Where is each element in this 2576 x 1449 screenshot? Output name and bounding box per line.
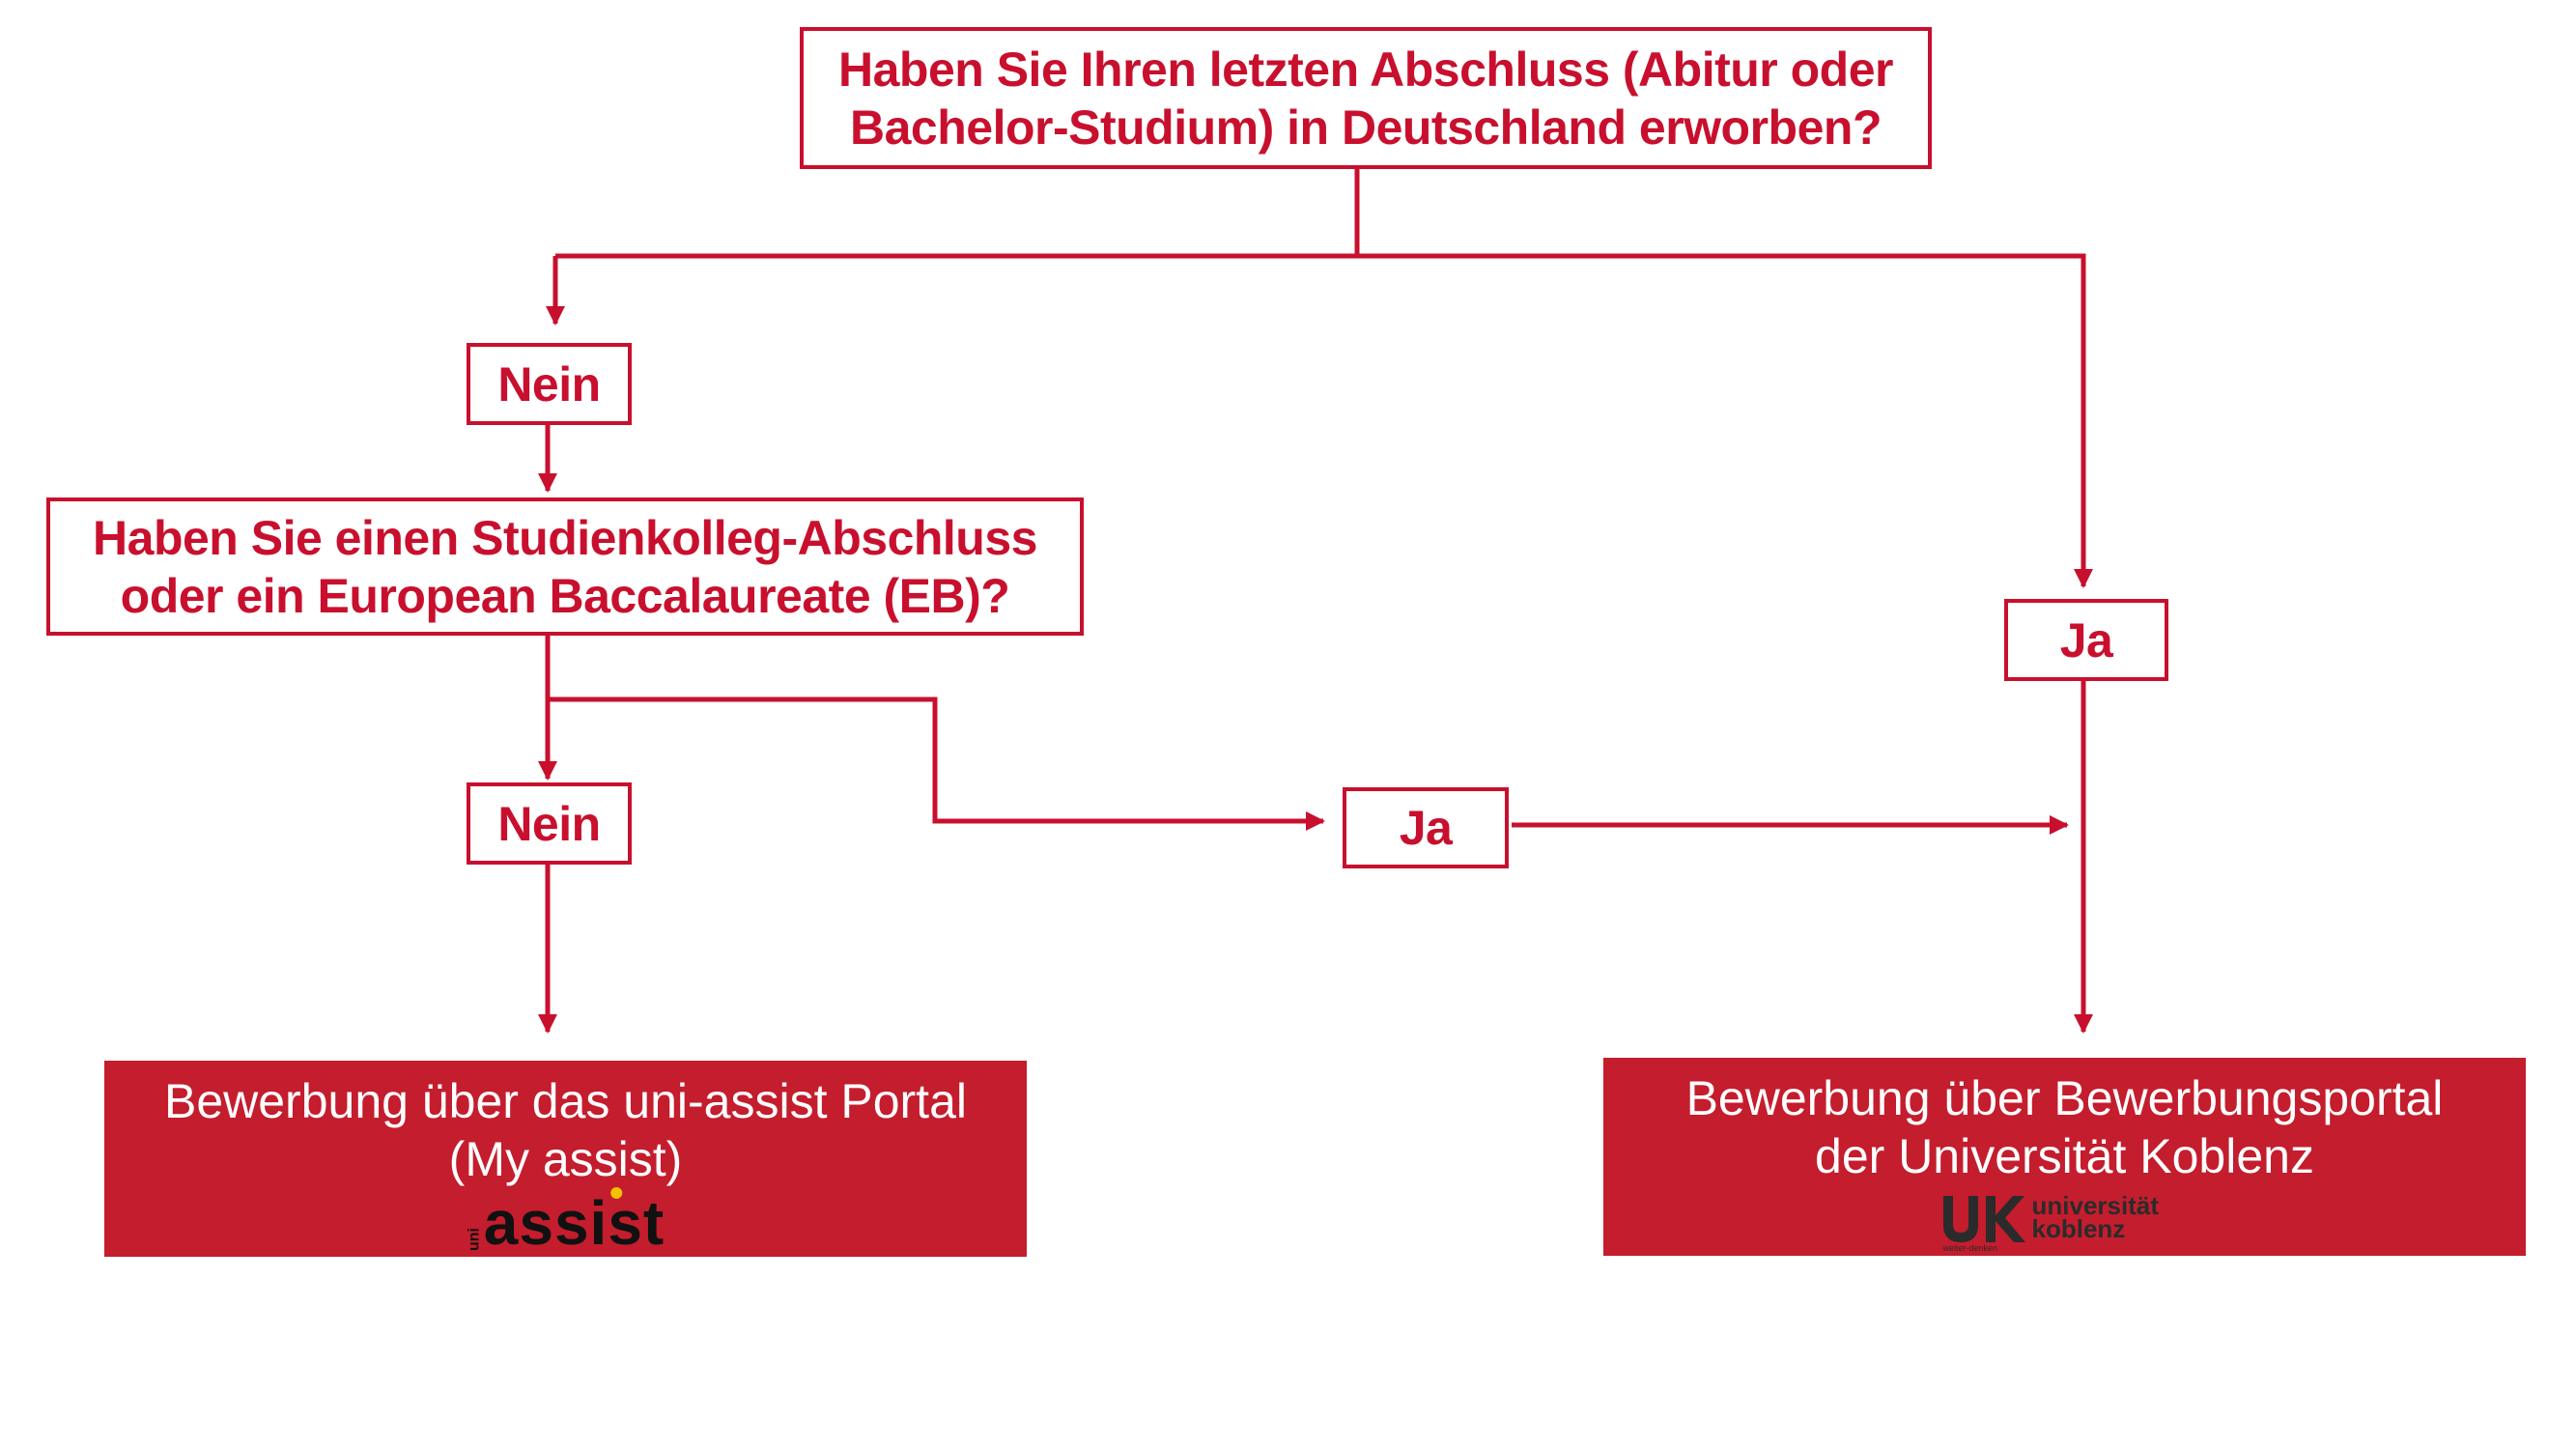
uni-assist-logo-word: assist	[483, 1188, 665, 1258]
uni-assist-logo-dot	[610, 1187, 623, 1199]
question-studienkolleg-eb-text: Haben Sie einen Studienkolleg-Abschluss …	[93, 510, 1037, 623]
uni-koblenz-logo-name: universität koblenz	[2031, 1191, 2160, 1243]
uni-assist-logo: uni assist	[465, 1187, 665, 1258]
answer-q1-ja-label: Ja	[2059, 612, 2113, 668]
answer-q1-ja: Ja	[2004, 599, 2168, 681]
question-degree-in-germany: Haben Sie Ihren letzten Abschluss (Abitu…	[800, 27, 1932, 169]
arrow-q1-to-ja	[1357, 253, 2093, 588]
answer-q2-ja-label: Ja	[1399, 801, 1453, 855]
uni-assist-logo-prefix: uni	[465, 1228, 482, 1251]
answer-q2-nein-label: Nein	[497, 796, 601, 851]
connector-q1-split	[555, 169, 1360, 259]
result-uni-koblenz: Bewerbung über Bewerbungsportal der Univ…	[1603, 1058, 2526, 1256]
question-studienkolleg-eb: Haben Sie einen Studienkolleg-Abschluss …	[46, 497, 1084, 636]
result-uni-assist: Bewerbung über das uni-assist Portal (My…	[104, 1061, 1027, 1257]
uni-koblenz-logo-line1: universität	[2031, 1191, 2160, 1220]
uk-mark-icon	[1942, 1196, 2025, 1242]
uni-koblenz-logo-line2: koblenz	[2031, 1214, 2126, 1243]
answer-q2-ja: Ja	[1343, 787, 1509, 868]
uni-koblenz-logo-tagline: weiter-denken	[1942, 1243, 1998, 1253]
answer-q2-nein: Nein	[467, 782, 632, 865]
result-uni-koblenz-text: Bewerbung über Bewerbungsportal der Univ…	[1685, 1071, 2444, 1183]
result-uni-assist-text: Bewerbung über das uni-assist Portal (My…	[163, 1074, 967, 1186]
uni-koblenz-logo: universität koblenz weiter-denken	[1939, 1190, 2191, 1253]
answer-q1-nein-label: Nein	[497, 356, 601, 412]
answer-q1-nein: Nein	[467, 343, 632, 425]
arrow-q2-to-ja	[548, 696, 1325, 831]
question-degree-in-germany-text: Haben Sie Ihren letzten Abschluss (Abitu…	[838, 42, 1894, 155]
